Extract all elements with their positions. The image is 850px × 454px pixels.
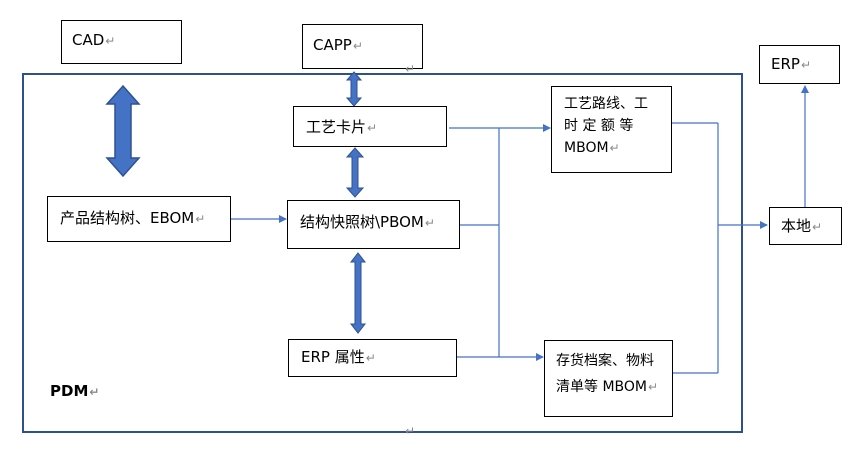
snapshot-tree-label: 结构快照树\PBOM xyxy=(300,213,424,231)
process-route-line1: 工艺路线、工 xyxy=(564,96,648,112)
pdm-label: PDM↵ xyxy=(50,382,100,400)
craft-snapshot-double-arrow xyxy=(345,147,365,198)
process-route-line3: MBOM xyxy=(564,140,609,156)
process-route-box: 工艺路线、工 时 定 额 等 MBOM↵ xyxy=(551,86,672,173)
process-route-line2: 时 定 额 等 xyxy=(564,118,634,134)
snapshot-tree-box: 结构快照树\PBOM↵ xyxy=(287,200,460,249)
erp-attr-label: ERP 属性 xyxy=(301,348,365,366)
cad-label: CAD xyxy=(72,31,105,49)
craft-card-box: 工艺卡片↵ xyxy=(293,106,447,147)
stray-return-mark-bottom: ↵ xyxy=(405,424,416,438)
product-tree-label: 产品结构树、EBOM xyxy=(60,209,195,227)
erp-top-box: ERP↵ xyxy=(759,45,840,84)
cad-box: CAD↵ xyxy=(61,20,182,64)
inventory-line2: 清单等 MBOM xyxy=(556,379,647,395)
erp-attr-box: ERP 属性↵ xyxy=(288,339,457,377)
snapshot-erpattr-double-arrow xyxy=(349,252,367,334)
cad-pdm-double-arrow xyxy=(105,84,141,178)
craft-card-label: 工艺卡片 xyxy=(306,118,367,136)
inventory-box: 存货档案、物料 清单等 MBOM↵ xyxy=(544,340,673,417)
capp-box: CAPP↵ xyxy=(302,24,423,69)
stray-return-mark-top: ↵ xyxy=(405,62,416,76)
local-box: 本地↵ xyxy=(769,207,842,245)
local-label: 本地 xyxy=(781,217,812,235)
capp-label: CAPP xyxy=(313,36,352,54)
pdm-frame xyxy=(22,73,743,433)
inventory-line1: 存货档案、物料 xyxy=(556,353,654,369)
capp-craft-double-arrow xyxy=(345,71,363,107)
product-tree-box: 产品结构树、EBOM↵ xyxy=(47,196,231,242)
erp-top-label: ERP xyxy=(771,55,800,73)
